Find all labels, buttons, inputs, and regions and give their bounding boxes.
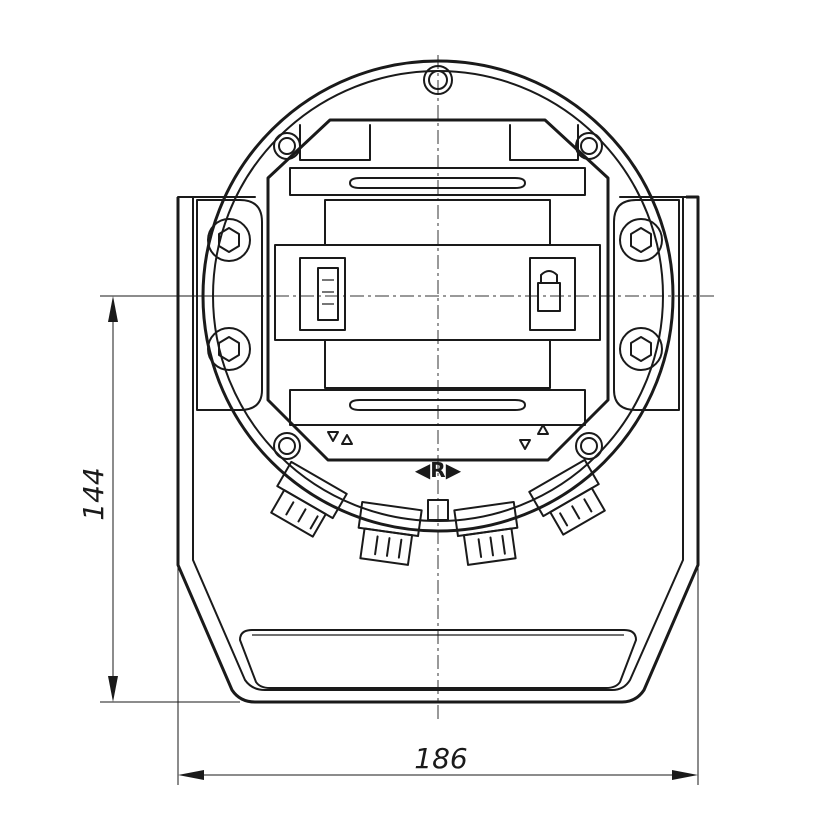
connector-3 <box>453 500 519 566</box>
height-dimension-label: 144 <box>77 467 110 520</box>
arrow-left-down-icon <box>327 431 339 442</box>
hex-bolt-right-top <box>619 218 663 262</box>
mount-hole-lower-right <box>575 432 603 460</box>
mount-hole-top <box>423 65 453 95</box>
connector-4 <box>528 458 606 536</box>
arrow-right-up-icon <box>537 424 549 435</box>
central-housing <box>274 199 601 426</box>
left-connector-block <box>299 257 346 331</box>
right-valve-block <box>529 257 576 331</box>
bracket-slot <box>239 629 637 689</box>
mount-hole-upper-right <box>575 132 603 160</box>
connector-2 <box>357 500 423 566</box>
center-terminal <box>427 499 449 521</box>
rotation-direction-label: ◀R▶ <box>415 458 462 482</box>
arrow-left-up-icon <box>341 434 353 445</box>
width-dimension: 186 <box>177 565 699 785</box>
arrow-right-down-icon <box>519 439 531 450</box>
direction-arrows <box>327 424 549 450</box>
hex-bolt-left-top <box>207 218 251 262</box>
hex-bolt-left-bottom <box>207 327 251 371</box>
electrical-connectors <box>270 458 606 566</box>
connector-1 <box>270 460 348 538</box>
mount-hole-lower-left <box>273 432 301 460</box>
inner-body <box>266 118 610 462</box>
mount-hole-upper-left <box>273 132 301 160</box>
right-side-plate <box>613 199 680 411</box>
mounting-bracket <box>176 195 700 704</box>
width-dimension-label: 186 <box>414 742 467 775</box>
hex-bolt-right-bottom <box>619 327 663 371</box>
height-dimension: 144 <box>77 295 260 703</box>
left-side-plate <box>196 199 263 411</box>
